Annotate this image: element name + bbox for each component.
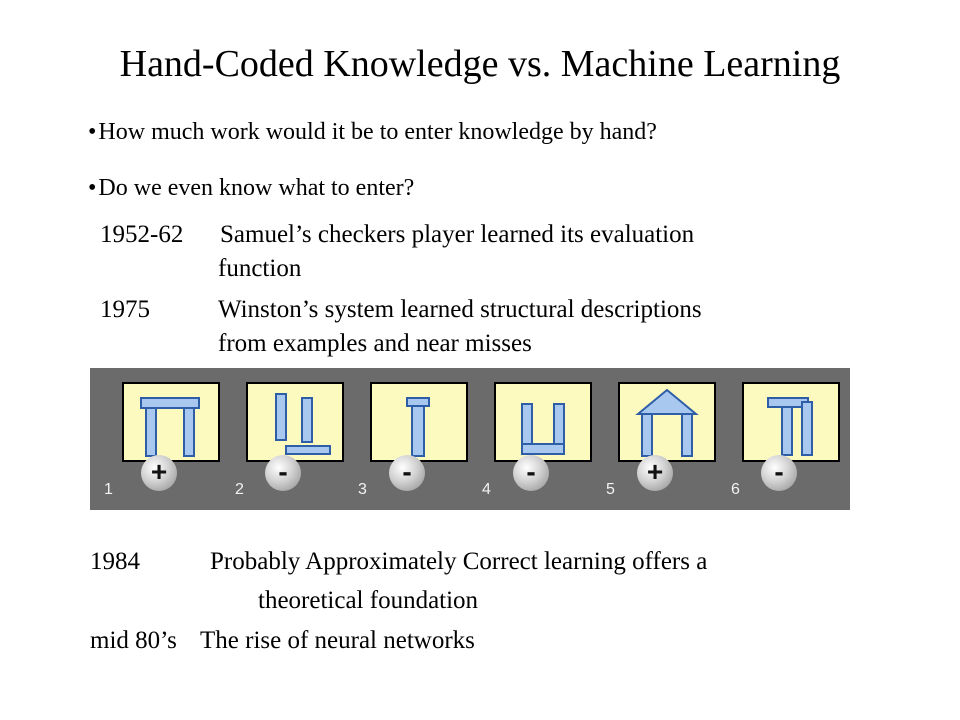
panel-number: 1	[104, 481, 113, 498]
positive-example-icon: +	[637, 455, 673, 491]
negative-example-icon: -	[265, 455, 301, 491]
negative-example-icon: -	[389, 455, 425, 491]
timeline-year: 1952-62	[100, 221, 184, 248]
negative-example-icon: -	[513, 455, 549, 491]
lintel-below-drawing	[521, 403, 565, 455]
timeline-year: mid 80’s	[90, 627, 177, 654]
panel-number: 5	[606, 481, 615, 498]
bullet-text: Do we even know what to enter?	[98, 175, 415, 201]
timeline-text: The rise of neural networks	[200, 627, 475, 654]
timeline-text: Samuel’s checkers player learned its eva…	[220, 221, 695, 248]
bullet-1: •How much work would it be to enter know…	[88, 117, 657, 147]
panel-number: 3	[358, 481, 367, 498]
timeline-entry-mid80s: mid 80’s The rise of neural networks	[90, 625, 475, 657]
example-panel-2	[246, 382, 344, 462]
timeline-text-cont: function	[218, 255, 302, 282]
timeline-entry-1952: 1952-62 Samuel’s checkers player learned …	[100, 219, 694, 251]
touching-columns-drawing	[767, 397, 813, 456]
timeline-text: Winston’s system learned structural desc…	[218, 296, 702, 323]
slide-title: Hand-Coded Knowledge vs. Machine Learnin…	[119, 43, 841, 85]
example-panel-6	[742, 382, 840, 462]
arch-examples-figure: + 1 - 2 - 3 - 4 + 5	[90, 368, 850, 510]
fallen-lintel-drawing	[275, 393, 331, 455]
bullet-marker: •	[88, 175, 97, 201]
timeline-text-cont: from examples and near misses	[218, 330, 532, 357]
example-panel-1	[122, 382, 220, 462]
panel-number: 4	[482, 481, 491, 498]
negative-example-icon: -	[761, 455, 797, 491]
triangle-arch-drawing	[635, 388, 699, 457]
example-panel-4	[494, 382, 592, 462]
example-panel-3	[370, 382, 468, 462]
positive-example-icon: +	[141, 455, 177, 491]
timeline-year: 1975	[100, 296, 150, 323]
timeline-entry-1975: 1975 Winston’s system learned structural …	[100, 294, 702, 326]
arch-drawing	[140, 397, 200, 457]
bullet-2: •Do we even know what to enter?	[88, 173, 414, 203]
bullet-text: How much work would it be to enter knowl…	[98, 119, 657, 145]
single-column-drawing	[406, 397, 430, 457]
panel-number: 2	[235, 481, 244, 498]
panel-number: 6	[731, 481, 740, 498]
timeline-text-cont: theoretical foundation	[258, 587, 479, 614]
bullet-marker: •	[88, 119, 97, 145]
timeline-text: Probably Approximately Correct learning …	[210, 548, 708, 575]
timeline-year: 1984	[90, 548, 140, 575]
example-panel-5	[618, 382, 716, 462]
timeline-entry-1984: 1984 Probably Approximately Correct learn…	[90, 546, 707, 578]
